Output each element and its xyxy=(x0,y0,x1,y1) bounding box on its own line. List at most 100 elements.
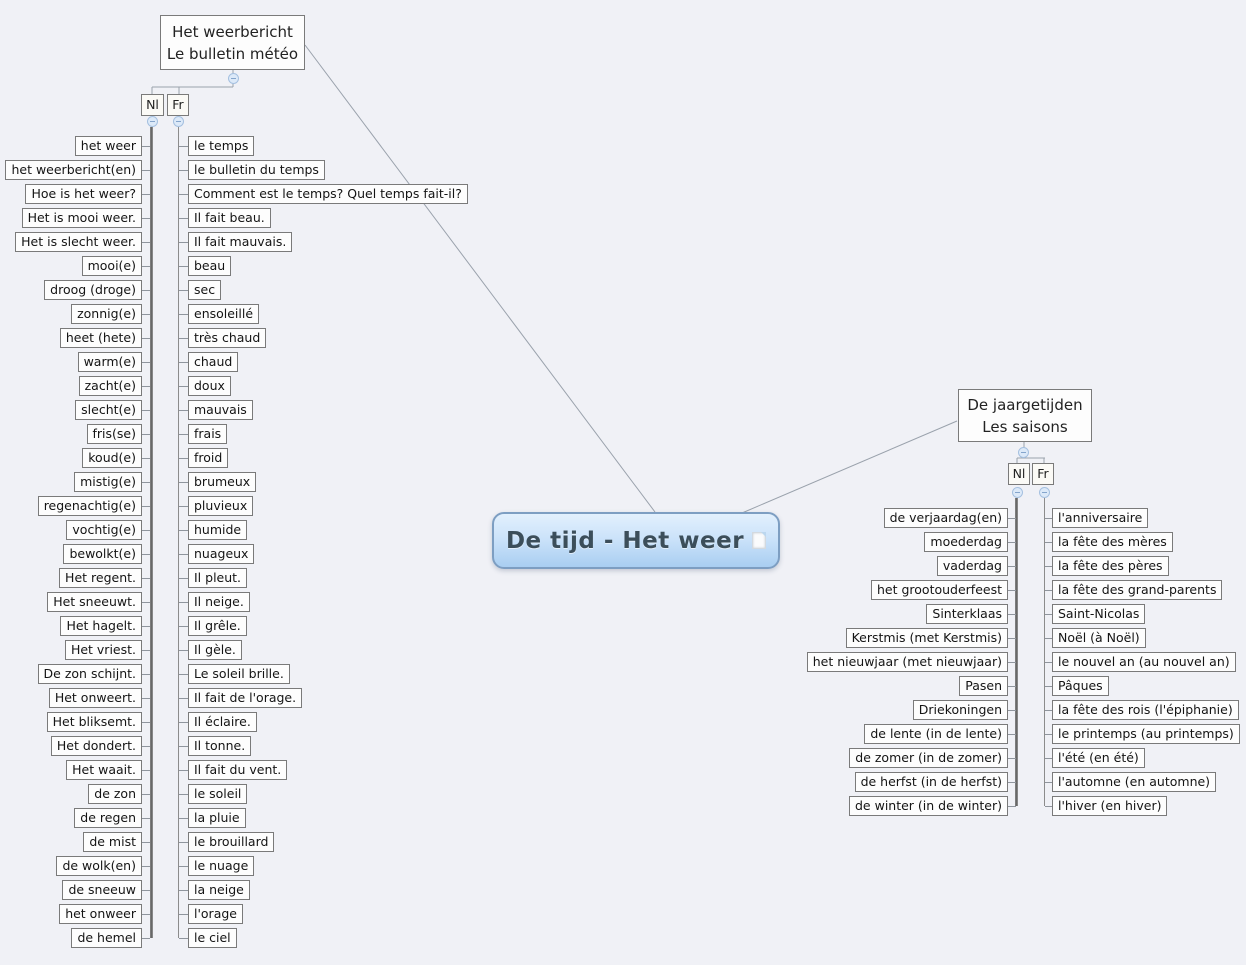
leaf-node[interactable]: le printemps (au printemps) xyxy=(1052,724,1240,744)
leaf-node[interactable]: froid xyxy=(188,448,229,468)
leaf-node[interactable]: de zomer (in de zomer) xyxy=(849,748,1008,768)
leaf-node[interactable]: Het sneeuwt. xyxy=(47,592,142,612)
collapse-icon[interactable] xyxy=(1012,487,1023,498)
leaf-node[interactable]: pluvieux xyxy=(188,496,254,516)
collapse-icon[interactable] xyxy=(147,116,158,127)
leaf-node[interactable]: Il grêle. xyxy=(188,616,247,636)
leaf-node[interactable]: het grootouderfeest xyxy=(870,580,1008,600)
leaf-node[interactable]: le temps xyxy=(188,136,255,156)
leaf-node[interactable]: heet (hete) xyxy=(59,328,142,348)
leaf-node[interactable]: sec xyxy=(188,280,222,300)
branch-node-weather[interactable]: Het weerbericht Le bulletin météo xyxy=(160,15,305,70)
leaf-node[interactable]: Il fait de l'orage. xyxy=(188,688,303,708)
root-node[interactable]: De tijd - Het weer xyxy=(492,512,780,569)
leaf-node[interactable]: la pluie xyxy=(188,808,246,828)
leaf-node[interactable]: vochtig(e) xyxy=(66,520,142,540)
leaf-node[interactable]: Comment est le temps? Quel temps fait-il… xyxy=(188,184,468,204)
leaf-node[interactable]: très chaud xyxy=(188,328,267,348)
leaf-node[interactable]: regenachtig(e) xyxy=(37,496,142,516)
leaf-node[interactable]: Pâques xyxy=(1052,676,1109,696)
leaf-node[interactable]: Saint-Nicolas xyxy=(1052,604,1146,624)
leaf-node[interactable]: ensoleillé xyxy=(188,304,260,324)
leaf-node[interactable]: Driekoningen xyxy=(912,700,1008,720)
leaf-node[interactable]: le ciel xyxy=(188,928,237,948)
leaf-node[interactable]: l'anniversaire xyxy=(1052,508,1149,528)
leaf-node[interactable]: de hemel xyxy=(71,928,142,948)
leaf-node[interactable]: Pasen xyxy=(959,676,1008,696)
leaf-node[interactable]: brumeux xyxy=(188,472,257,492)
leaf-node[interactable]: het weerbericht(en) xyxy=(5,160,142,180)
leaf-node[interactable]: le nuage xyxy=(188,856,255,876)
leaf-node[interactable]: Het regent. xyxy=(59,568,142,588)
collapse-icon[interactable] xyxy=(173,116,184,127)
leaf-node[interactable]: Il fait du vent. xyxy=(188,760,288,780)
leaf-node[interactable]: de sneeuw xyxy=(62,880,142,900)
leaf-node[interactable]: Het onweert. xyxy=(48,688,142,708)
leaf-node[interactable]: vaderdag xyxy=(936,556,1008,576)
leaf-node[interactable]: Il fait mauvais. xyxy=(188,232,293,252)
leaf-node[interactable]: nuageux xyxy=(188,544,255,564)
leaf-node[interactable]: de mist xyxy=(83,832,142,852)
leaf-node[interactable]: Het is mooi weer. xyxy=(21,208,142,228)
leaf-node[interactable]: bewolkt(e) xyxy=(63,544,142,564)
tag-seasons-nl[interactable]: Nl xyxy=(1008,463,1030,485)
collapse-icon[interactable] xyxy=(1018,447,1029,458)
leaf-node[interactable]: de lente (in de lente) xyxy=(864,724,1008,744)
leaf-node[interactable]: moederdag xyxy=(924,532,1008,552)
leaf-node[interactable]: l'orage xyxy=(188,904,243,924)
leaf-node[interactable]: het nieuwjaar (met nieuwjaar) xyxy=(806,652,1008,672)
leaf-node[interactable]: le brouillard xyxy=(188,832,275,852)
leaf-node[interactable]: humide xyxy=(188,520,248,540)
leaf-node[interactable]: Il éclaire. xyxy=(188,712,257,732)
leaf-node[interactable]: beau xyxy=(188,256,232,276)
leaf-node[interactable]: De zon schijnt. xyxy=(37,664,142,684)
leaf-node[interactable]: chaud xyxy=(188,352,239,372)
leaf-node[interactable]: le soleil xyxy=(188,784,248,804)
leaf-node[interactable]: doux xyxy=(188,376,231,396)
leaf-node[interactable]: la neige xyxy=(188,880,250,900)
leaf-node[interactable]: Il gèle. xyxy=(188,640,242,660)
leaf-node[interactable]: Hoe is het weer? xyxy=(25,184,142,204)
leaf-node[interactable]: Het hagelt. xyxy=(60,616,142,636)
leaf-node[interactable]: Kerstmis (met Kerstmis) xyxy=(845,628,1008,648)
leaf-node[interactable]: Noël (à Noël) xyxy=(1052,628,1146,648)
leaf-node[interactable]: de winter (in de winter) xyxy=(849,796,1008,816)
tag-weather-nl[interactable]: Nl xyxy=(141,94,164,116)
leaf-node[interactable]: koud(e) xyxy=(82,448,142,468)
leaf-node[interactable]: la fête des mères xyxy=(1052,532,1173,552)
leaf-node[interactable]: Het vriest. xyxy=(64,640,142,660)
leaf-node[interactable]: mooi(e) xyxy=(81,256,142,276)
leaf-node[interactable]: frais xyxy=(188,424,228,444)
tag-seasons-fr[interactable]: Fr xyxy=(1032,463,1054,485)
leaf-node[interactable]: l'hiver (en hiver) xyxy=(1052,796,1168,816)
tag-weather-fr[interactable]: Fr xyxy=(167,94,189,116)
collapse-icon[interactable] xyxy=(1039,487,1050,498)
leaf-node[interactable]: de zon xyxy=(88,784,142,804)
leaf-node[interactable]: de herfst (in de herfst) xyxy=(854,772,1008,792)
leaf-node[interactable]: zacht(e) xyxy=(78,376,142,396)
leaf-node[interactable]: droog (droge) xyxy=(44,280,142,300)
leaf-node[interactable]: l'été (en été) xyxy=(1052,748,1145,768)
leaf-node[interactable]: slecht(e) xyxy=(75,400,142,420)
leaf-node[interactable]: het onweer xyxy=(59,904,142,924)
leaf-node[interactable]: Het dondert. xyxy=(50,736,142,756)
leaf-node[interactable]: de regen xyxy=(74,808,142,828)
leaf-node[interactable]: Il fait beau. xyxy=(188,208,271,228)
leaf-node[interactable]: le nouvel an (au nouvel an) xyxy=(1052,652,1236,672)
leaf-node[interactable]: l'automne (en automne) xyxy=(1052,772,1217,792)
leaf-node[interactable]: fris(se) xyxy=(86,424,142,444)
leaf-node[interactable]: warm(e) xyxy=(77,352,142,372)
branch-node-seasons[interactable]: De jaargetijden Les saisons xyxy=(958,389,1092,442)
leaf-node[interactable]: Sinterklaas xyxy=(926,604,1008,624)
leaf-node[interactable]: het weer xyxy=(74,136,142,156)
collapse-icon[interactable] xyxy=(228,73,239,84)
leaf-node[interactable]: Het bliksemt. xyxy=(46,712,142,732)
leaf-node[interactable]: Il neige. xyxy=(188,592,250,612)
leaf-node[interactable]: Het is slecht weer. xyxy=(15,232,142,252)
leaf-node[interactable]: Il tonne. xyxy=(188,736,252,756)
leaf-node[interactable]: mauvais xyxy=(188,400,253,420)
leaf-node[interactable]: le bulletin du temps xyxy=(188,160,325,180)
leaf-node[interactable]: de wolk(en) xyxy=(56,856,142,876)
leaf-node[interactable]: la fête des rois (l'épiphanie) xyxy=(1052,700,1239,720)
leaf-node[interactable]: Het waait. xyxy=(66,760,142,780)
